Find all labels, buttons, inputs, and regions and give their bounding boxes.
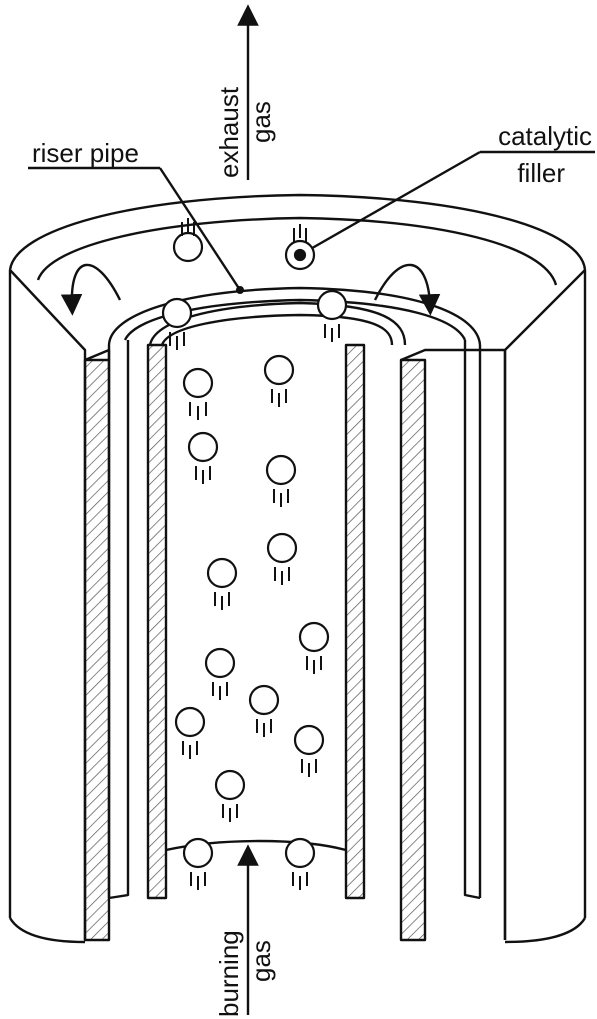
pellet — [184, 839, 212, 867]
riser-pipe-leader-diagonal — [160, 168, 240, 290]
pellet — [265, 356, 293, 384]
catalytic-label: catalytic — [498, 121, 592, 151]
pellet — [206, 649, 234, 677]
pellet — [267, 456, 295, 484]
pellet — [176, 708, 204, 736]
exhaust-gas-label-group: exhaust gas — [214, 86, 276, 178]
pellet — [300, 623, 328, 651]
outer-shell — [10, 195, 585, 942]
pellet — [174, 233, 202, 261]
pellet — [286, 839, 314, 867]
burning-gas-label: gas — [246, 940, 276, 982]
riser-pipe-label: riser pipe — [32, 138, 139, 168]
burning-label: burning — [214, 930, 244, 1017]
riser-pipe-point — [236, 286, 244, 294]
pellet — [163, 299, 191, 327]
pellet-center — [295, 250, 305, 260]
exhaust-label: exhaust — [214, 86, 244, 178]
pellet — [295, 726, 323, 754]
pellet — [208, 559, 236, 587]
pellet — [268, 534, 296, 562]
pellet — [250, 686, 278, 714]
filler-label: filler — [517, 158, 565, 188]
burning-gas-label-group: burning gas — [214, 930, 276, 1017]
exhaust-gas-label: gas — [246, 101, 276, 143]
pellet-motion-ticks — [170, 218, 339, 890]
catalytic-filler-leader — [300, 152, 480, 255]
pellet — [216, 771, 244, 799]
pellet — [184, 369, 212, 397]
pellet — [318, 291, 346, 319]
pellet — [189, 433, 217, 461]
